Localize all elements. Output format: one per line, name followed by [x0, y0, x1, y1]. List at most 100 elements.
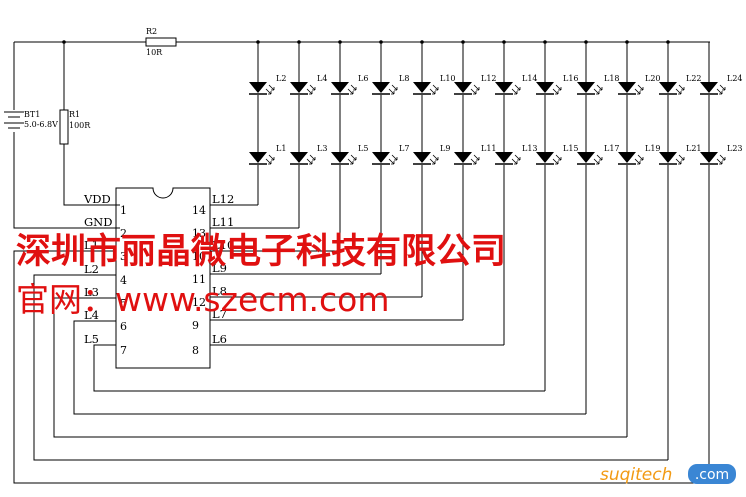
led-diode: L12 [454, 74, 497, 95]
ic-right-pin-label: L7 [212, 307, 227, 321]
led-diode: L22 [659, 74, 702, 95]
led-label: L17 [604, 144, 620, 153]
ic-right-pin-number: 10 [192, 250, 206, 263]
ic-left-pin-label: L4 [84, 308, 99, 322]
led-label: L14 [522, 74, 538, 83]
led-label: L12 [481, 74, 497, 83]
led-label: L18 [604, 74, 620, 83]
led-label: L21 [686, 144, 702, 153]
led-diode: L20 [618, 74, 661, 95]
r2-value: 10R [146, 48, 163, 57]
ic-left-pin-label: L3 [84, 285, 99, 299]
battery-value: 5.0-6.8V [24, 120, 58, 129]
led-label: L13 [522, 144, 538, 153]
led-label: L10 [440, 74, 456, 83]
ic-right-pin-number: 13 [192, 227, 206, 240]
ic-left-pin-number: 2 [120, 227, 127, 240]
ic-left-pin-label: L1 [84, 238, 99, 252]
led-label: L23 [727, 144, 743, 153]
ic-left-pin-label: GND [84, 215, 112, 229]
ic-left-pin-number: 3 [120, 250, 127, 263]
led-label: L19 [645, 144, 661, 153]
led-label: L2 [276, 74, 286, 83]
ic-left-pin-number: 4 [120, 274, 127, 287]
led-diode: L16 [536, 74, 579, 95]
led-diode: L13 [495, 144, 538, 165]
watermark-company: 深圳市丽晶微电子科技有限公司 [16, 232, 506, 272]
led-label: L24 [727, 74, 743, 83]
led-label: L15 [563, 144, 579, 153]
led-label: L3 [317, 144, 327, 153]
power-rail [13, 40, 710, 229]
ic-right-pin-number: 8 [192, 344, 199, 357]
ic-left-pin-label: L2 [84, 262, 99, 276]
led-diode: L15 [536, 144, 579, 165]
led-label: L1 [276, 144, 286, 153]
led-label: L22 [686, 74, 702, 83]
led-diode: L8 [372, 74, 409, 95]
ic-left-wiring [13, 250, 709, 484]
led-diode: L18 [577, 74, 620, 95]
ic-right-wiring [210, 204, 504, 346]
ic-left-pin-number: 7 [120, 344, 127, 357]
ic-left-pin-number: 5 [120, 297, 127, 310]
led-label: L9 [440, 144, 450, 153]
ic-left-pin-number: 1 [120, 204, 127, 217]
ic-right-pin-number: 11 [192, 273, 206, 286]
led-diode: L24 [700, 74, 743, 95]
led-label: L11 [481, 144, 497, 153]
ic-right-pin-label: L11 [212, 215, 234, 229]
resistor-r2: R2 10R [145, 27, 177, 57]
led-diode: L4 [290, 74, 327, 95]
led-label: L4 [317, 74, 327, 83]
led-diode: L23 [700, 144, 743, 165]
led-diode: L1 [249, 144, 286, 165]
ic-left-pin-number: 6 [120, 320, 127, 333]
ic-right-pin-number: 9 [192, 319, 199, 332]
battery-ref: BT1 [24, 110, 40, 119]
led-label: L7 [399, 144, 409, 153]
led-label: L5 [358, 144, 368, 153]
ic-right-pin-label: L12 [212, 192, 234, 206]
led-diode: L7 [372, 144, 409, 165]
led-diode: L17 [577, 144, 620, 165]
led-label: L6 [358, 74, 368, 83]
ic-right-pin-label: L9 [212, 261, 227, 275]
ic-right-pin-number: 12 [192, 296, 206, 309]
led-diode: L14 [495, 74, 538, 95]
ic-right-pin-label: L10 [212, 238, 234, 252]
ic-right-pin-label: L6 [212, 332, 227, 346]
led-diode: L3 [290, 144, 327, 165]
led-label: L16 [563, 74, 579, 83]
battery-bt1: BT1 5.0-6.8V [4, 110, 58, 129]
logo-name: suqitech [600, 465, 672, 485]
led-diode: L21 [659, 144, 702, 165]
led-diode: L9 [413, 144, 450, 165]
led-diode: L10 [413, 74, 456, 95]
led-diode: L5 [331, 144, 368, 165]
led-label: L8 [399, 74, 409, 83]
ic-right-pin-label: L8 [212, 284, 227, 298]
watermark-website: 官网：www.szecm.com [16, 280, 390, 319]
ic-right-pin-number: 14 [192, 204, 206, 217]
led-diode: L6 [331, 74, 368, 95]
ic-left-pin-label: L5 [84, 332, 99, 346]
led-diode: L2 [249, 74, 286, 95]
logo-tld: .com [695, 467, 729, 483]
r1-ref: R1 [69, 110, 80, 119]
ic-left-pin-label: VDD [83, 192, 111, 206]
